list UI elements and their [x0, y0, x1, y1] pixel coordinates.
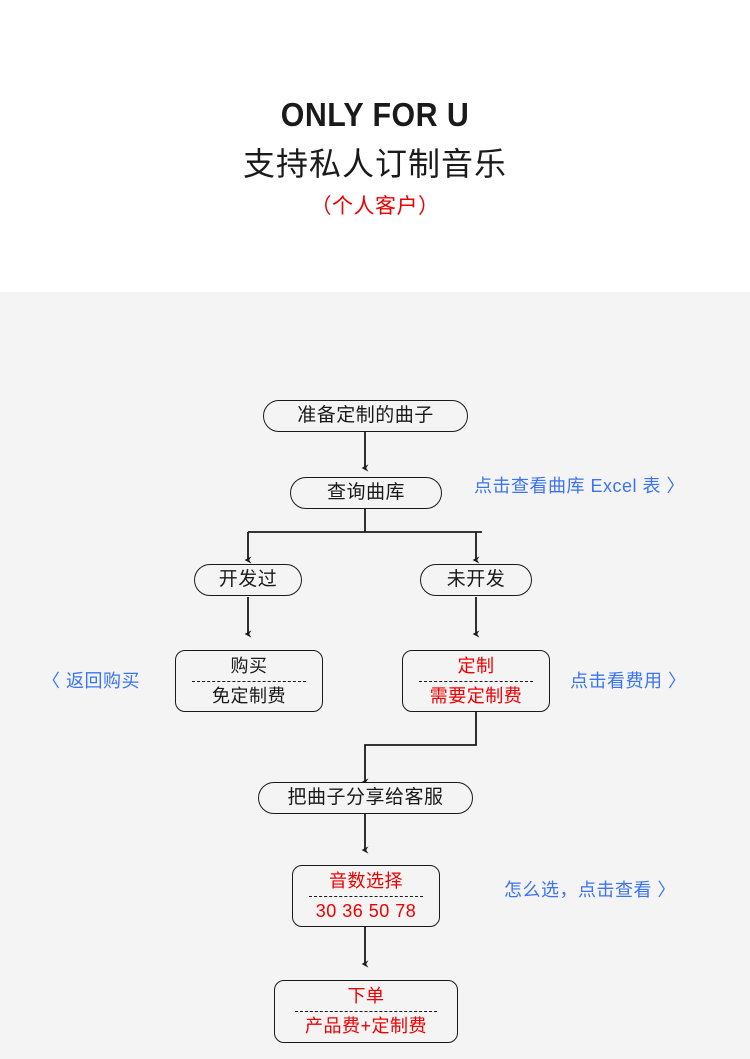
flow-node-developed[interactable]: 开发过 [194, 564, 302, 596]
link-view-fee[interactable]: 点击看费用 〉 [570, 671, 687, 691]
link-view-library-excel[interactable]: 点击查看曲库 Excel 表 〉 [474, 476, 686, 496]
flow-node-custom-divider [419, 680, 533, 682]
flow-node-place-order[interactable]: 下单 产品费+定制费 [274, 980, 458, 1043]
flow-node-undeveloped[interactable]: 未开发 [420, 564, 532, 596]
flow-node-buy-divider [192, 680, 306, 682]
flow-node-custom-subtitle: 需要定制费 [429, 685, 523, 706]
flow-node-prepare-label: 准备定制的曲子 [297, 405, 434, 427]
page-header: ONLY FOR U 支持私人订制音乐 （个人客户） [0, 0, 750, 292]
connector-custom-to-share [361, 712, 477, 786]
flow-node-undeveloped-label: 未开发 [446, 569, 506, 591]
flow-node-prepare[interactable]: 准备定制的曲子 [263, 400, 468, 432]
flow-node-tone-count-title: 音数选择 [329, 870, 403, 891]
flow-node-developed-label: 开发过 [218, 569, 278, 591]
flow-node-tone-count[interactable]: 音数选择 30 36 50 78 [292, 865, 440, 927]
page-title-en: ONLY FOR U [280, 96, 470, 133]
flow-node-place-order-subtitle: 产品费+定制费 [304, 1016, 427, 1036]
flow-node-buy-title: 购买 [230, 655, 268, 676]
page-title-cn: 支持私人订制音乐 [242, 146, 507, 182]
flow-node-search-library-label: 查询曲库 [326, 482, 405, 504]
link-back-to-buy[interactable]: 〈 返回购买 [42, 671, 141, 691]
flow-node-place-order-title: 下单 [347, 986, 385, 1007]
flow-node-custom[interactable]: 定制 需要定制费 [402, 650, 550, 712]
flow-node-tone-count-values: 30 36 50 78 [315, 900, 417, 921]
link-how-to-choose[interactable]: 怎么选，点击查看 〉 [504, 880, 677, 900]
flow-node-share-to-service-label: 把曲子分享给客服 [287, 787, 444, 809]
flow-node-place-order-divider [295, 1011, 437, 1012]
flow-node-tone-count-divider [309, 895, 423, 897]
flow-node-share-to-service[interactable]: 把曲子分享给客服 [258, 782, 473, 814]
flow-node-search-library[interactable]: 查询曲库 [290, 477, 442, 509]
flow-node-buy[interactable]: 购买 免定制费 [175, 650, 323, 712]
flowchart: 准备定制的曲子 查询曲库 点击查看曲库 Excel 表 〉 开发过 未开发 购买… [0, 292, 750, 1059]
header-text-block: ONLY FOR U 支持私人订制音乐 （个人客户） [0, 0, 750, 222]
flow-node-custom-title: 定制 [457, 655, 495, 676]
flow-node-buy-subtitle: 免定制费 [212, 685, 286, 706]
page-subtitle: （个人客户） [310, 195, 440, 218]
